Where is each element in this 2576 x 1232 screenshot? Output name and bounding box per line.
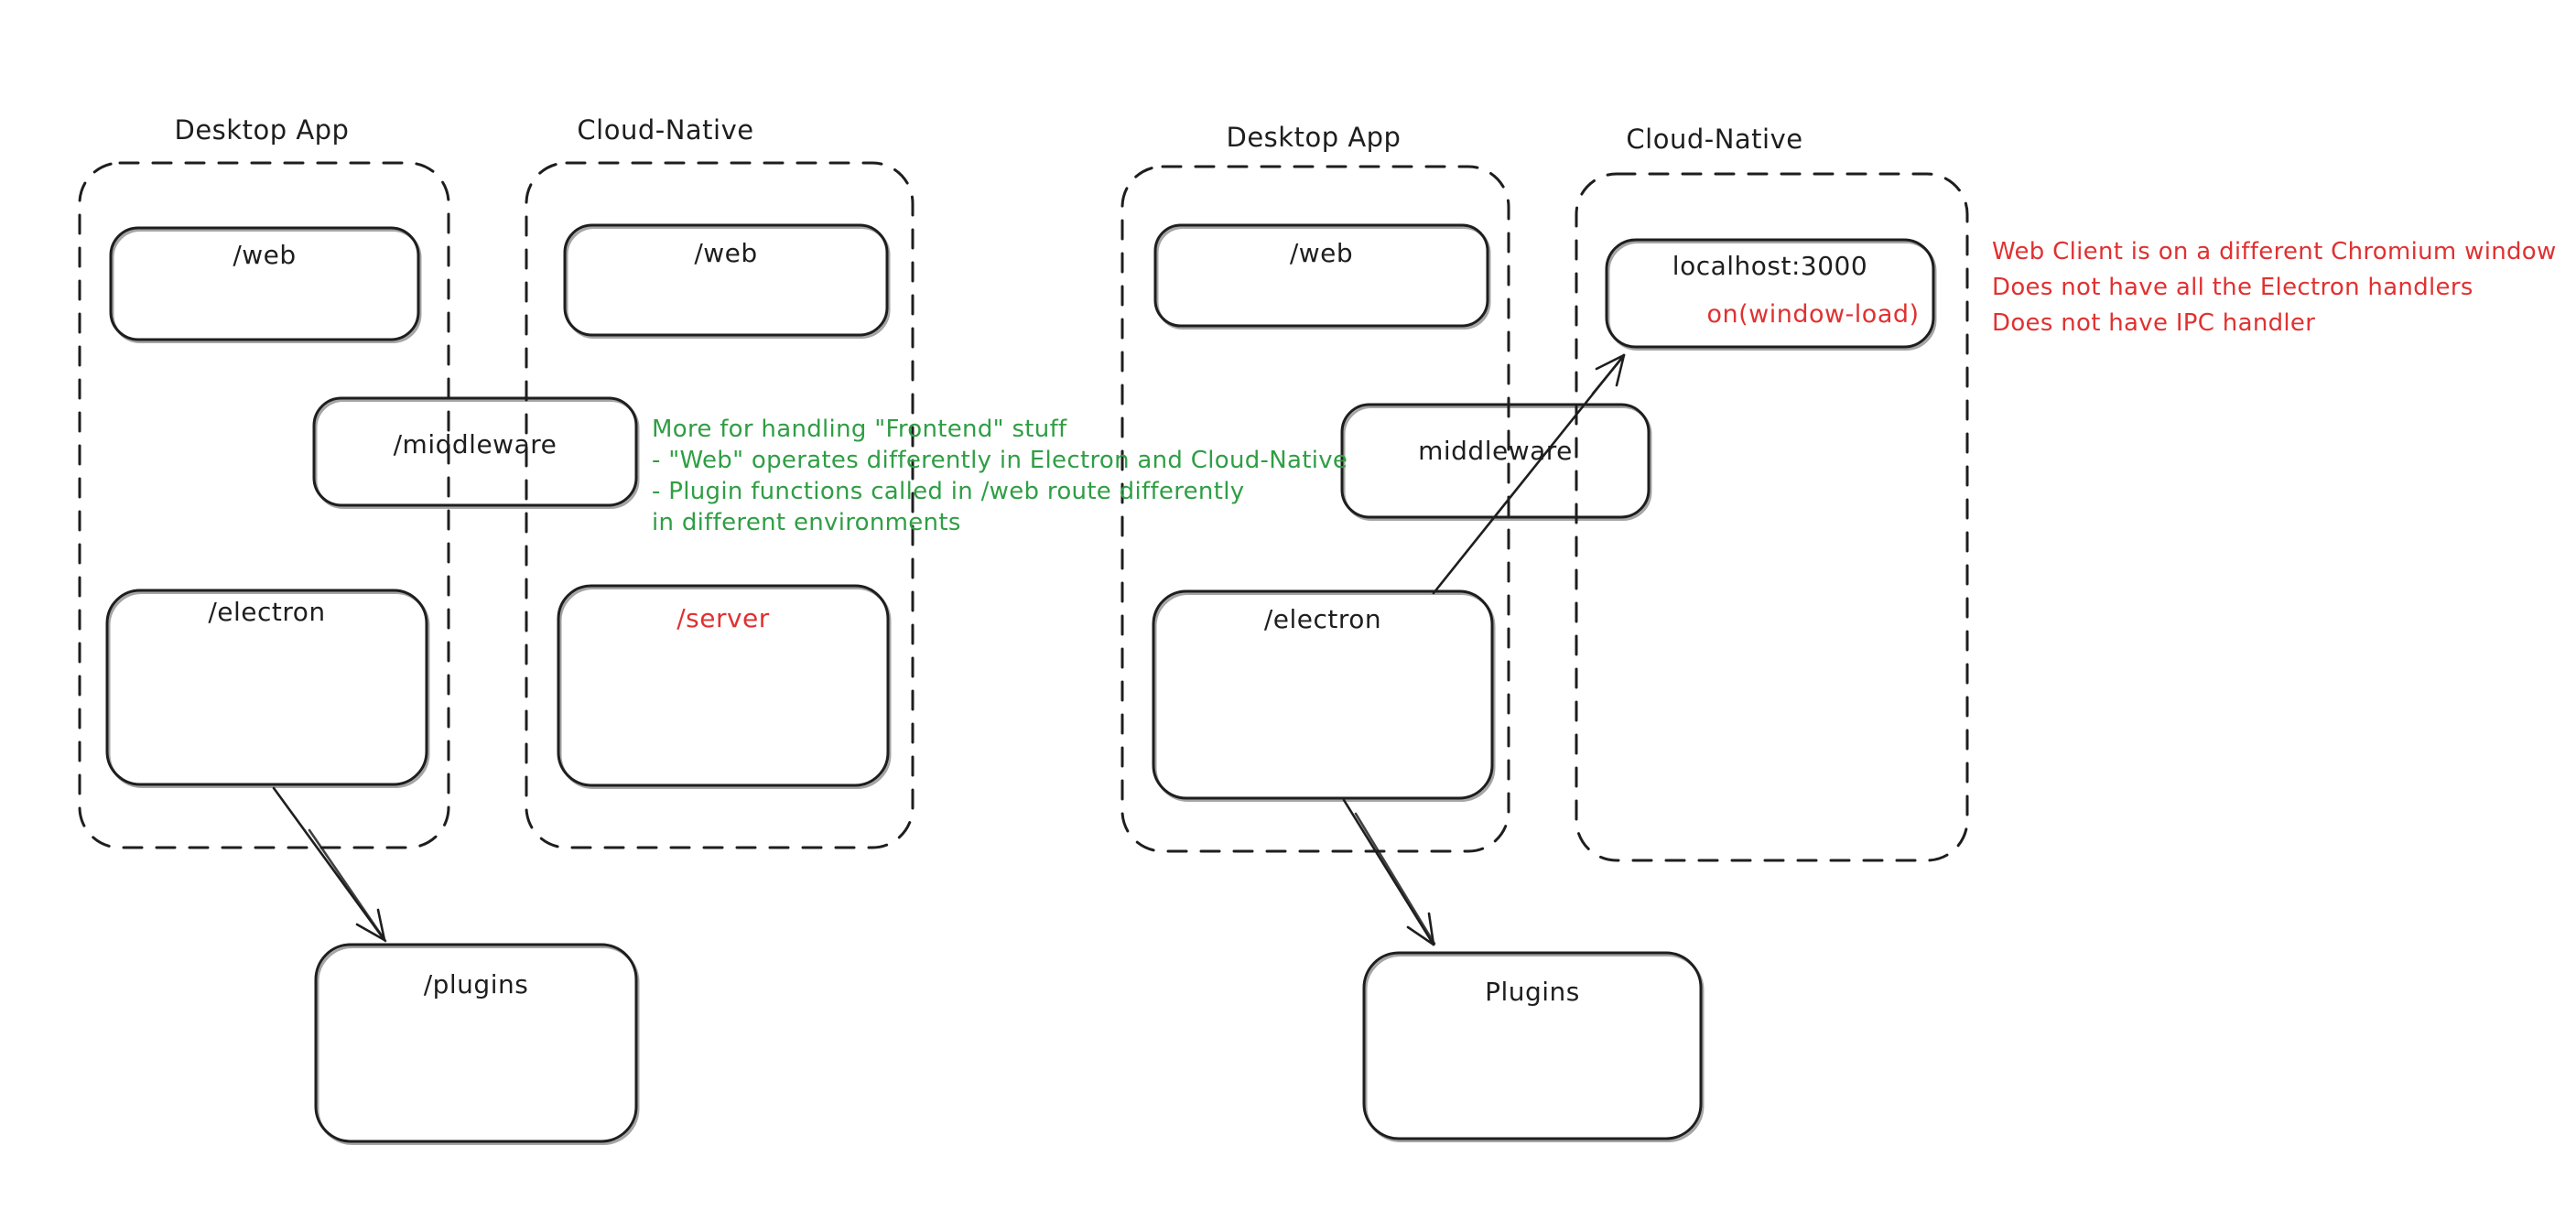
label-left-cloud-native: Cloud-Native bbox=[577, 114, 754, 146]
box-right-localhost bbox=[1605, 238, 1935, 349]
arrow-right-electron-to-localhost bbox=[1432, 353, 1626, 595]
note-line: Does not have IPC handler bbox=[1992, 309, 2316, 337]
label-plugins-route: /plugins bbox=[423, 969, 529, 1000]
label-middleware: middleware bbox=[1418, 436, 1573, 466]
note-line: - Plugin functions called in /web route … bbox=[652, 478, 1245, 505]
note-line: - "Web" operates differently in Electron… bbox=[652, 447, 1348, 474]
box-left-electron bbox=[105, 589, 428, 786]
container-left-cloud-native bbox=[525, 161, 915, 849]
box-left-web-desktop bbox=[109, 226, 420, 341]
container-right-desktop-app bbox=[1120, 165, 1510, 853]
label-electron-route: /electron bbox=[208, 597, 326, 627]
box-left-middleware bbox=[312, 396, 638, 507]
label-on-window-load: on(window-load) bbox=[1706, 300, 1920, 329]
box-left-plugins bbox=[314, 943, 638, 1143]
arrow-left-electron-to-plugins bbox=[272, 786, 387, 943]
note-line: Does not have all the Electron handlers bbox=[1992, 274, 2473, 301]
label-web-route: /web bbox=[694, 238, 758, 268]
box-right-plugins bbox=[1362, 951, 1703, 1140]
note-line: More for handling "Frontend" stuff bbox=[652, 416, 1067, 443]
label-localhost-3000: localhost:3000 bbox=[1672, 251, 1868, 281]
label-web-route: /web bbox=[1289, 238, 1354, 268]
box-left-web-cloud bbox=[563, 223, 889, 337]
label-plugins: Plugins bbox=[1485, 977, 1580, 1007]
note-web-client-limitations: Web Client is on a different Chromium wi… bbox=[1992, 234, 2557, 341]
label-electron-route: /electron bbox=[1263, 604, 1382, 634]
label-right-cloud-native: Cloud-Native bbox=[1626, 124, 1803, 155]
container-left-desktop-app bbox=[78, 161, 450, 849]
note-line: Web Client is on a different Chromium wi… bbox=[1992, 238, 2557, 265]
box-left-server bbox=[557, 584, 890, 787]
box-right-web bbox=[1153, 223, 1489, 328]
note-frontend-handling: More for handling "Frontend" stuff - "We… bbox=[652, 414, 1348, 538]
label-server-route: /server bbox=[676, 603, 770, 633]
label-right-desktop-app: Desktop App bbox=[1226, 122, 1402, 153]
label-middleware-route: /middleware bbox=[393, 429, 557, 459]
label-web-route: /web bbox=[233, 240, 297, 270]
arrow-right-electron-to-plugins bbox=[1342, 798, 1436, 946]
note-line: in different environments bbox=[652, 509, 961, 536]
box-right-electron bbox=[1152, 589, 1494, 800]
label-left-desktop-app: Desktop App bbox=[174, 114, 350, 146]
